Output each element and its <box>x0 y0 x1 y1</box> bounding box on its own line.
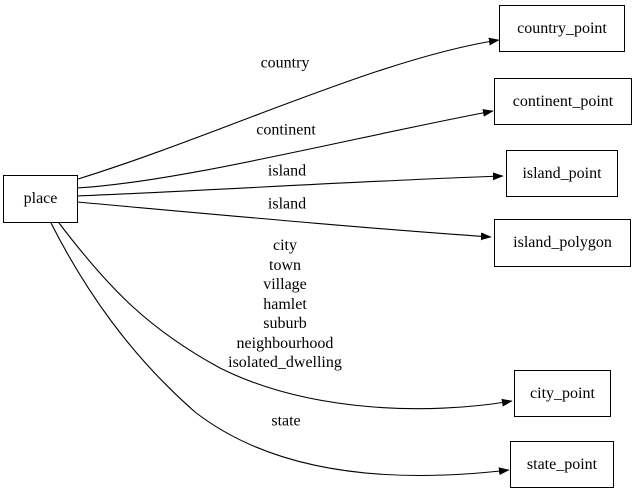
edge-label-state: state <box>271 412 301 430</box>
edge-place-island-polygon <box>76 201 491 237</box>
edge-label-continent: continent <box>256 121 316 139</box>
edge-label-city-types: city town village hamlet suburb neighbou… <box>228 236 342 371</box>
edge-place-city-point <box>58 222 512 410</box>
node-place: place <box>3 175 78 223</box>
node-city-point: city_point <box>514 370 611 417</box>
edge-label-country: country <box>260 54 310 72</box>
edge-place-country-point <box>77 40 499 180</box>
edge-place-island-point <box>76 176 503 197</box>
node-island-point: island_point <box>506 150 618 197</box>
edge-label-island-polygon: island <box>267 195 307 213</box>
node-continent-point: continent_point <box>494 78 632 125</box>
edge-place-continent-point <box>76 111 493 189</box>
edge-label-island-point: island <box>267 162 307 180</box>
node-country-point: country_point <box>499 5 625 52</box>
node-island-polygon: island_polygon <box>494 219 631 267</box>
edge-place-state-point <box>50 222 509 476</box>
node-state-point: state_point <box>510 441 614 488</box>
